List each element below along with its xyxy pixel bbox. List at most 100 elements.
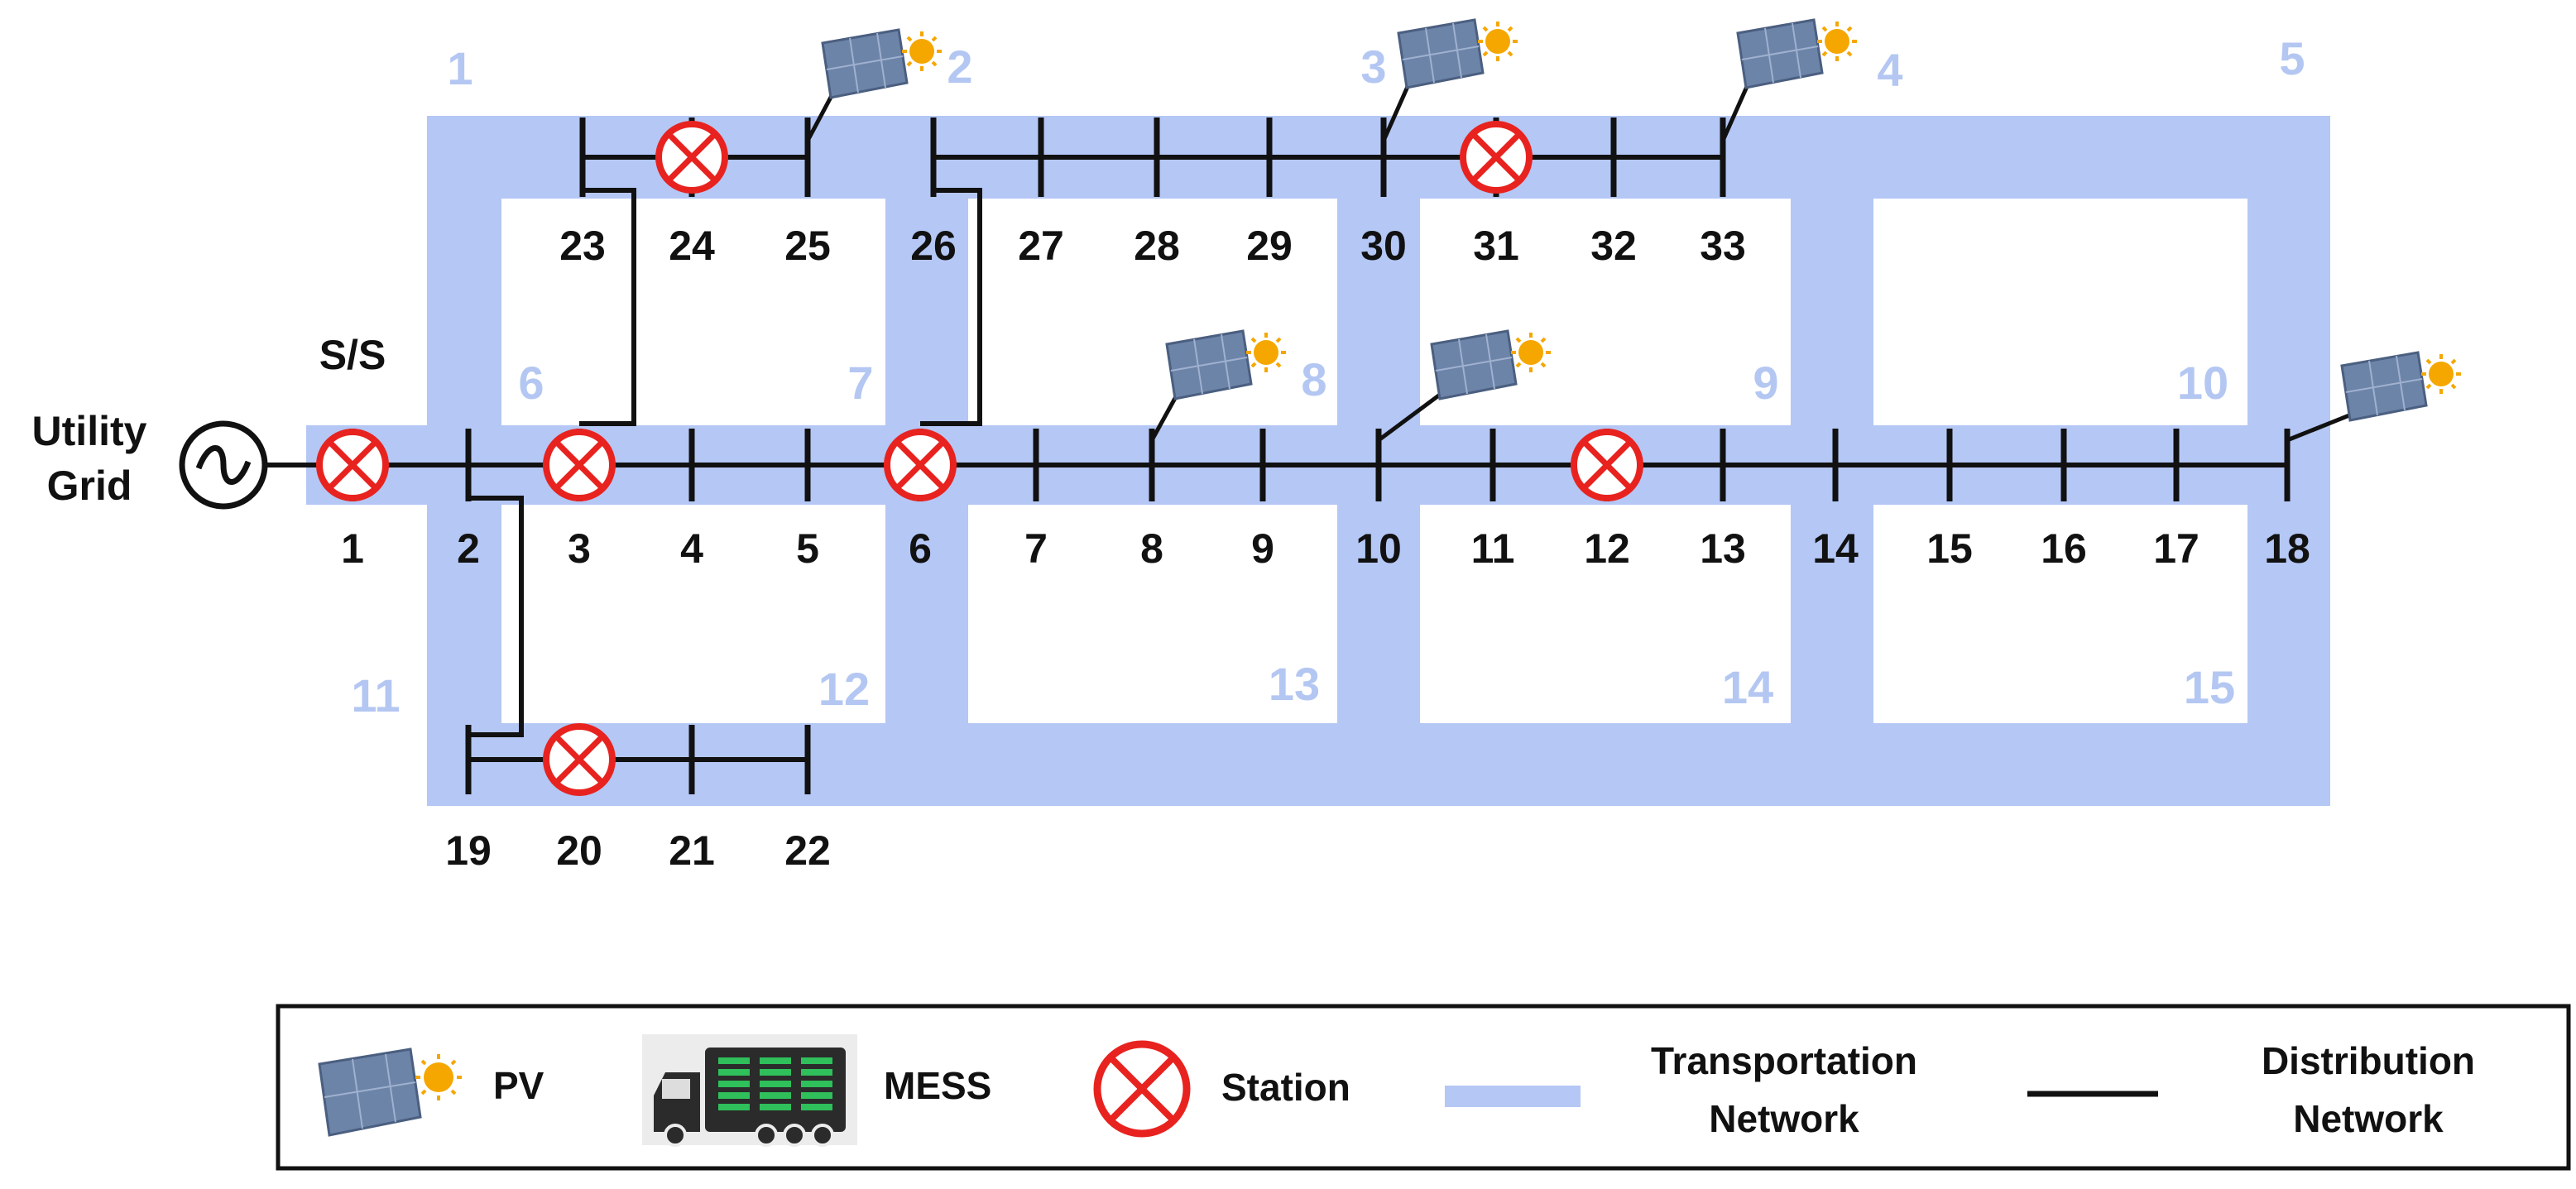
zone-label: 7 [847,357,873,409]
legend-pv-label: PV [493,1064,544,1107]
bus-label: 8 [1140,525,1163,572]
bus-label: 9 [1251,525,1274,572]
bus-label: 6 [909,525,932,572]
station-icon [1571,429,1643,501]
bus-label: 3 [568,525,591,572]
legend: PV MESS [276,1004,2571,1171]
bus-label: 26 [910,223,957,269]
bus-label: 2 [457,525,480,572]
bus-label: 4 [680,525,703,572]
utility-grid: Utility Grid S/S [32,332,386,510]
legend-box [276,1004,2571,1171]
bus-label: 33 [1700,223,1746,269]
bus-label: 18 [2264,525,2310,572]
bus-label: 32 [1590,223,1637,269]
pv-connector [1377,390,1445,443]
utility-grid-label-line2: Grid [47,463,132,509]
bus-label: 29 [1246,223,1293,269]
zone-label: 5 [2279,32,2305,84]
utility-grid-label-line1: Utility [32,408,147,454]
substation-label: S/S [319,332,386,378]
solar-panel-icon [318,1048,462,1137]
legend-transportation-label-line2: Network [1709,1097,1859,1140]
bus-label: 10 [1355,525,1402,572]
mobile-energy-storage-truck-icon [642,1034,857,1147]
solar-panel-icon [1736,18,1857,89]
feeder-connector [579,188,636,426]
transport-road [427,723,2330,806]
legend-distribution-label-line2: Network [2293,1097,2444,1140]
bus-label: 7 [1024,525,1048,572]
station-icon [1093,1040,1191,1138]
bus-label: 23 [559,223,606,269]
bus-label: 30 [1360,223,1407,269]
bus-label: 27 [1018,223,1064,269]
zone-label: 1 [447,42,473,94]
bus-label: 1 [341,525,364,572]
ac-source-icon [179,420,268,510]
bus-label: 12 [1584,525,1630,572]
legend-mess: MESS [642,1034,991,1147]
pv-connector [1149,391,1181,442]
pv-connector [805,89,837,142]
solar-panel-icon [1397,18,1518,89]
zone-label: 3 [1360,41,1386,93]
bus-label: 15 [1926,525,1973,572]
bus-label: 5 [796,525,819,572]
transport-road [1791,116,1873,723]
bus-label: 11 [1471,525,1515,572]
legend-station: Station [1093,1040,1350,1138]
bus-label: 13 [1700,525,1746,572]
bus-label: 19 [445,827,492,874]
bus-label: 28 [1134,223,1180,269]
bus-label: 14 [1812,525,1859,572]
pv-layer [805,18,2461,443]
bus-label: 25 [784,223,831,269]
station-icon [543,429,616,501]
station-icon [316,429,389,501]
zone-label: 2 [947,41,972,93]
legend-mess-label: MESS [884,1064,991,1107]
legend-station-label: Station [1221,1066,1350,1109]
feeder-connector [468,496,524,737]
bus-label: 20 [556,827,602,874]
zone-label: 8 [1301,353,1326,405]
solar-panel-icon [2340,351,2461,422]
solar-panel-icon [1430,329,1551,400]
bus-label: 17 [2153,525,2199,572]
solar-panel-icon [1165,329,1286,400]
bus-label: 24 [669,223,715,269]
feeder-connector [920,188,982,426]
legend-transportation-label-line1: Transportation [1651,1039,1917,1082]
pv-connector [1381,79,1413,142]
zone-label: 14 [1722,661,1773,713]
station-icon [655,121,728,194]
station-layer [316,121,1643,796]
pv-connector [1720,79,1752,142]
zone-label: 15 [2184,661,2235,713]
legend-transportation: Transportation Network [1445,1039,1917,1140]
legend-pv: PV [318,1048,544,1137]
station-icon [1460,121,1533,194]
transport-road [885,116,968,723]
bus-label: 22 [784,827,831,874]
transportation-swatch [1445,1086,1581,1107]
legend-distribution-label-line1: Distribution [2262,1039,2475,1082]
bus-label: 16 [2041,525,2087,572]
pv-connector [2286,411,2354,443]
zone-label: 11 [351,669,400,722]
zone-label: 4 [1877,44,1902,96]
station-icon [884,429,957,501]
legend-distribution: Distribution Network [2027,1039,2475,1140]
zone-label: 9 [1753,357,1778,409]
solar-panel-icon [821,28,942,99]
bus-label: 21 [669,827,715,874]
bus-label: 31 [1473,223,1519,269]
zone-label: 10 [2177,357,2228,409]
zone-label: 13 [1269,658,1320,710]
zone-label: 6 [518,357,544,409]
station-icon [543,723,616,796]
